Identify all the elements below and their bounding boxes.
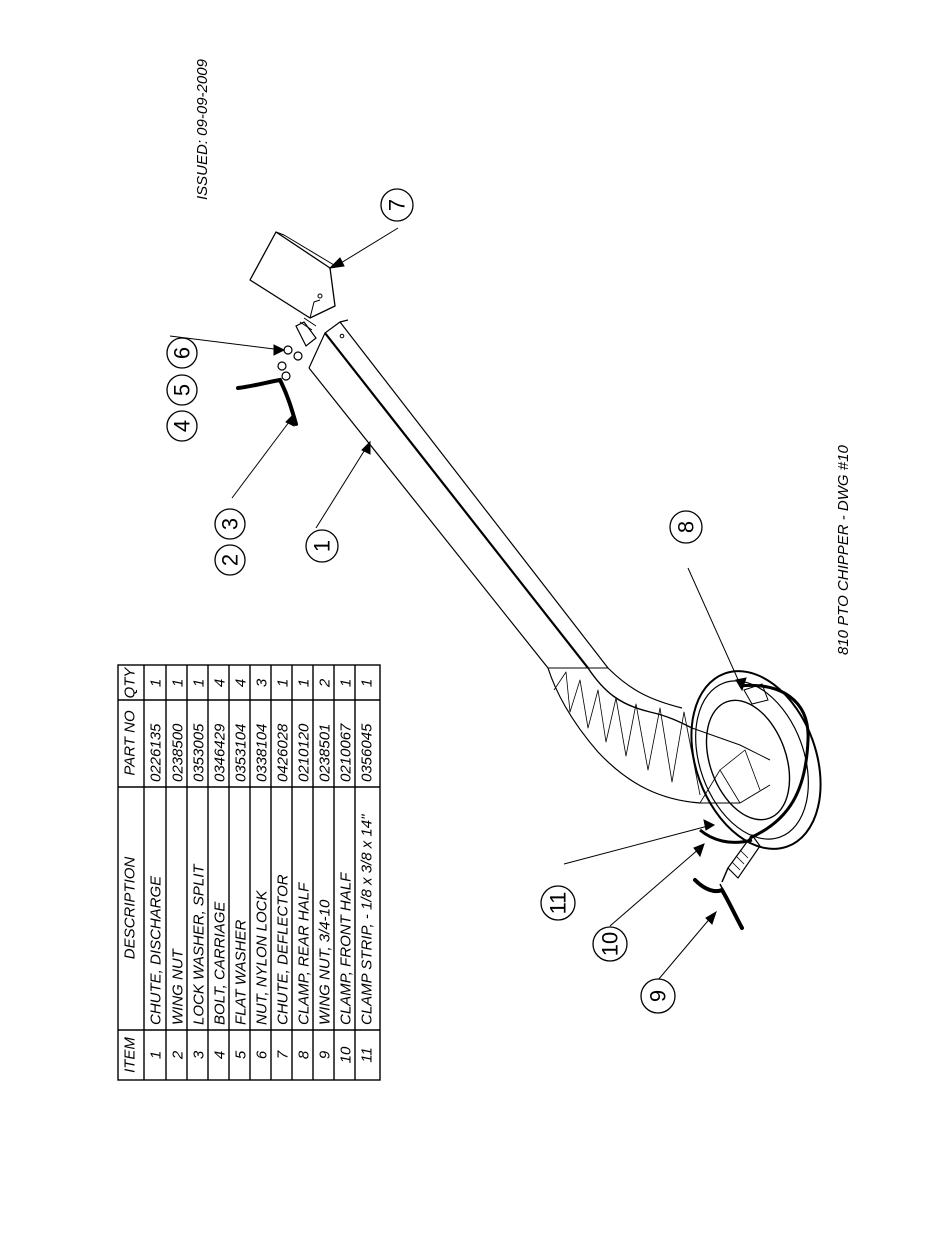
- callout-5: 5: [166, 374, 198, 406]
- bom-row-item: 6: [253, 1050, 270, 1059]
- wing-nut-upper: [236, 377, 298, 426]
- bom-row-description: WING NUT, 3/4-10: [316, 899, 333, 1025]
- callout-10: 10: [592, 926, 628, 962]
- bom-row-qty: 1: [274, 679, 291, 687]
- bom-row-qty: 4: [211, 679, 228, 687]
- bom-header-description: DESCRIPTION: [121, 857, 138, 960]
- bom-row-part-no: 0338104: [253, 724, 270, 782]
- callout-3: 3: [214, 508, 246, 540]
- bom-header-qty: QTY: [121, 667, 138, 699]
- bom-row-part-no: 0226135: [147, 723, 164, 782]
- bom-header-part-no: PART NO: [121, 710, 138, 776]
- bom-row-description: CLAMP, REAR HALF: [295, 882, 312, 1025]
- svg-text:6: 6: [170, 347, 195, 359]
- bom-row-item: 4: [211, 1051, 228, 1059]
- bom-row-part-no: 0238500: [169, 723, 186, 782]
- bom-row-item: 11: [358, 1047, 375, 1063]
- bom-row-qty: 4: [232, 679, 249, 687]
- bom-row-item: 10: [337, 1046, 354, 1063]
- callout-8: 8: [669, 510, 703, 544]
- wing-nut-lower: [693, 878, 744, 930]
- svg-text:7: 7: [385, 199, 410, 211]
- bom-row-part-no: 0353005: [190, 723, 207, 782]
- bom-row-description: CHUTE, DISCHARGE: [147, 875, 164, 1025]
- bom-row-description: FLAT WASHER: [232, 920, 249, 1025]
- bom-row-qty: 2: [316, 678, 333, 688]
- svg-text:3: 3: [218, 518, 243, 530]
- callout-1: 1: [305, 529, 339, 563]
- bom-row-item: 9: [316, 1050, 333, 1059]
- bom-row-description: CLAMP, FRONT HALF: [337, 872, 354, 1025]
- bom-row-part-no: 0353104: [232, 724, 249, 782]
- callout-2: 2: [214, 544, 246, 576]
- bom-row-item: 5: [232, 1050, 249, 1059]
- svg-text:10: 10: [598, 932, 623, 956]
- issued-date: ISSUED: 09-09-2009: [194, 58, 211, 200]
- bom-row-description: NUT, NYLON LOCK: [253, 890, 270, 1025]
- bom-row-item: 1: [147, 1051, 164, 1059]
- discharge-chute: [308, 319, 771, 804]
- bom-row-description: CLAMP STRIP, - 1/8 x 3/8 x 14": [358, 814, 375, 1025]
- bom-row-item: 2: [169, 1050, 186, 1060]
- svg-text:5: 5: [170, 384, 195, 396]
- callout-9: 9: [640, 978, 676, 1014]
- leader-lines: [169, 227, 747, 981]
- callout-4: 4: [166, 410, 198, 442]
- bom-row-description: WING NUT: [169, 947, 186, 1025]
- bom-row-qty: 1: [147, 679, 164, 687]
- bom-row-part-no: 0238501: [316, 724, 333, 782]
- bom-row-description: CHUTE, DEFLECTOR: [274, 874, 291, 1025]
- callout-7: 7: [380, 188, 414, 222]
- bom-row-qty: 3: [253, 678, 270, 687]
- bom-row-qty: 1: [295, 679, 312, 687]
- bom-row-qty: 1: [190, 679, 207, 687]
- bom-row-part-no: 0210120: [295, 723, 312, 782]
- svg-text:11: 11: [546, 892, 571, 915]
- bom-row-part-no: 0210067: [337, 723, 354, 782]
- bom-row-item: 3: [190, 1050, 207, 1059]
- bom-row-qty: 1: [358, 679, 375, 687]
- bom-header-item: ITEM: [121, 1037, 138, 1073]
- clamp-screw: [721, 833, 761, 883]
- callouts: 7 4 5 6 2 3 1 8: [166, 188, 703, 1014]
- drawing-title: 810 PTO CHIPPER - DWG #10: [835, 445, 852, 655]
- svg-text:1: 1: [310, 540, 335, 552]
- bom-row-qty: 1: [169, 679, 186, 687]
- svg-text:4: 4: [170, 420, 195, 432]
- bom-row-item: 7: [274, 1050, 291, 1059]
- bom-row-description: LOCK WASHER, SPLIT: [190, 863, 207, 1025]
- bom-row-description: BOLT, CARRIAGE: [211, 901, 228, 1025]
- bom-row-part-no: 0356045: [358, 723, 375, 782]
- base-flange-clamps: [690, 670, 822, 850]
- svg-text:9: 9: [646, 990, 671, 1002]
- bom-table: [117, 664, 381, 1081]
- callout-11: 11: [540, 885, 576, 921]
- deflector: [249, 231, 345, 339]
- bom-row-item: 8: [295, 1050, 312, 1059]
- svg-text:2: 2: [218, 554, 243, 566]
- bom-row-part-no: 0426028: [274, 723, 291, 782]
- svg-text:8: 8: [674, 521, 699, 533]
- hardware-bolts: [277, 317, 317, 381]
- callout-6: 6: [166, 337, 198, 369]
- bom-row-qty: 1: [337, 679, 354, 687]
- bom-row-part-no: 0346429: [211, 723, 228, 782]
